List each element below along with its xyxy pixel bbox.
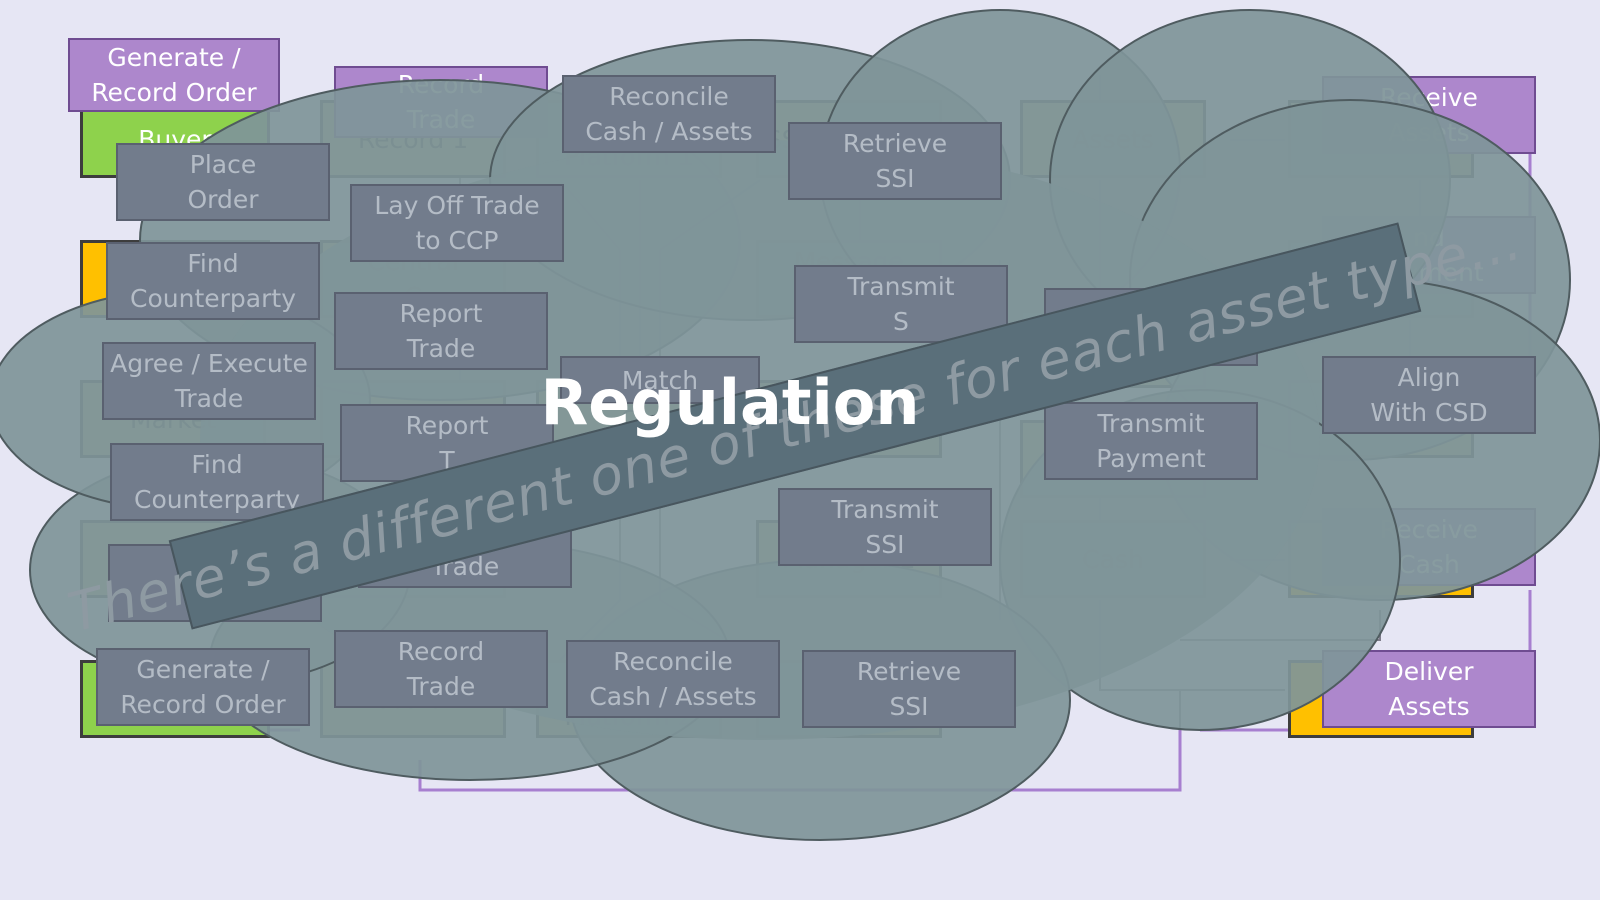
g-retrieve-ssi-2: Retrieve SSI [802, 650, 1016, 728]
g-agree-execute: Agree / Execute Trade [102, 342, 316, 420]
g-align-csd: Align With CSD [1322, 356, 1536, 434]
g-find-cp-2: Find Counterparty [110, 443, 324, 521]
g-record-trade-2: Record Trade [334, 630, 548, 708]
act-generate-record-order: Generate / Record Order [68, 38, 280, 112]
g-find-cp-1: Find Counterparty [106, 242, 320, 320]
g-reconcile-1: Reconcile Cash / Assets [562, 75, 776, 153]
regulation-title: Regulation [540, 365, 920, 439]
g-transmit-ssi: Transmit SSI [778, 488, 992, 566]
g-lay-off: Lay Off Trade to CCP [350, 184, 564, 262]
g-retrieve-ssi-1: Retrieve SSI [788, 122, 1002, 200]
g-report-trade-1: Report Trade [334, 292, 548, 370]
g-generate-record-2: Generate / Record Order [96, 648, 310, 726]
g-transmit-payment: Transmit Payment [1044, 402, 1258, 480]
g-transmit-1: Transmit S [794, 265, 1008, 343]
g-place-order: Place Order [116, 143, 330, 221]
g-reconcile-2: Reconcile Cash / Assets [566, 640, 780, 718]
